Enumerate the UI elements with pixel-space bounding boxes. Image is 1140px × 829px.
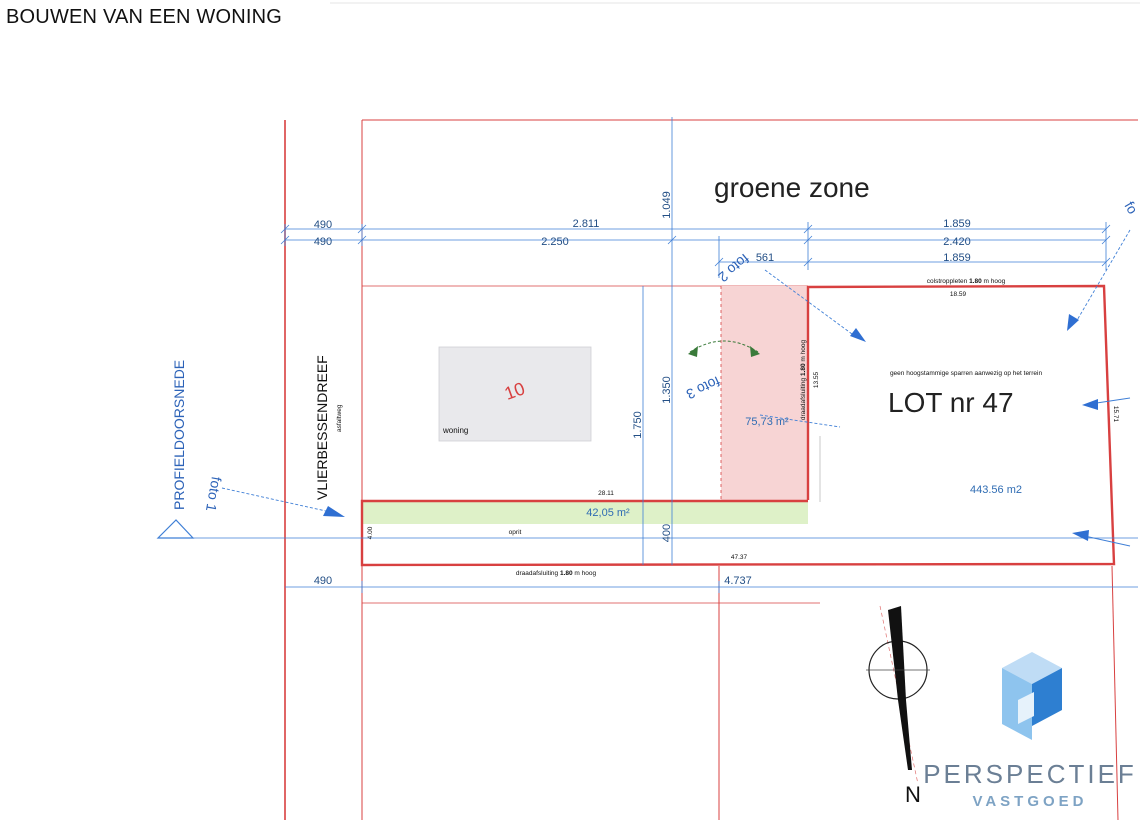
photo-1-label: foto 1 [203, 475, 225, 512]
dim-lot-bottom: 47.37 [731, 554, 748, 561]
dim-vert-top: 1.049 [661, 191, 673, 219]
right-parcel-line [1111, 565, 1119, 821]
dim-row1-left: 490 [314, 219, 332, 231]
dim-lot-top: 18.59 [950, 291, 967, 298]
dim-row3-a: 561 [756, 252, 774, 264]
brand-logo [1002, 652, 1062, 740]
photo-4-label: fo [1121, 199, 1140, 217]
lot-label: LOT nr 47 [888, 387, 1014, 418]
fence-side-label: draadafsluiting 1.80 m hoog [800, 340, 807, 421]
dim-vert-1350: 1.350 [661, 376, 673, 404]
brand-sub: VASTGOED [972, 793, 1087, 810]
dim-row1-mid: 2.811 [573, 218, 600, 230]
area-lot: 443.56 m2 [970, 484, 1022, 496]
dim-vert-4: 4.00 [367, 526, 374, 539]
zone-label: groene zone [714, 172, 870, 203]
profile-marker [156, 519, 195, 539]
lot-outline [360, 284, 1116, 567]
street-sub: asfaltweg [336, 404, 343, 432]
dim-row2-mid: 2.250 [541, 236, 569, 248]
pink-zone [721, 286, 808, 500]
house-label: woning [442, 426, 468, 435]
dim-row1-right: 1.859 [943, 218, 971, 230]
dim-row2-right: 2.420 [943, 236, 971, 248]
photo-3-arc-head-right [750, 346, 760, 357]
dim-bottom-left: 490 [314, 575, 332, 587]
street-name: VLIERBESSENDREEF [314, 355, 330, 500]
photo-arrowheads [323, 314, 1098, 541]
dim-bottom-mid: 4.737 [724, 575, 752, 587]
fence-top-label: colstroppleten 1.80 m hoog [927, 278, 1006, 285]
dim-inner-28: 28.11 [598, 490, 614, 497]
green-strip [363, 501, 808, 524]
dim-row2-left: 490 [314, 236, 332, 248]
brand-name: PERSPECTIEF [923, 759, 1137, 789]
dim-lot-right: 15.71 [1112, 406, 1119, 423]
fence-bottom-label: draadafsluiting 1.80 m hoog [516, 570, 597, 577]
driveway-label: oprit [509, 529, 522, 536]
north-arrow: N [866, 605, 930, 807]
dimension-ticks [280, 224, 1111, 267]
house-footprint [438, 346, 592, 442]
dim-row3-b: 1.859 [943, 252, 971, 264]
profile-label: PROFIELDOORSNEDE [171, 360, 187, 510]
dim-vert-1750: 1.750 [632, 411, 644, 439]
page-title: BOUWEN VAN EEN WONING [6, 6, 283, 28]
tree-note: geen hoogstammige sparren aanwezig op he… [890, 370, 1043, 377]
north-label: N [905, 782, 921, 807]
area-green: 42,05 m² [586, 507, 630, 519]
dim-vert-400: 400 [661, 524, 673, 542]
area-pink: 75,73 m² [745, 416, 789, 428]
dimension-lines [160, 117, 1138, 593]
dim-lot-left: 13.55 [813, 371, 820, 388]
photo-2-label: foto 2 [715, 251, 752, 286]
photo-3-arc-head-left [688, 346, 698, 357]
photo-3-label: foto 3 [684, 373, 723, 402]
